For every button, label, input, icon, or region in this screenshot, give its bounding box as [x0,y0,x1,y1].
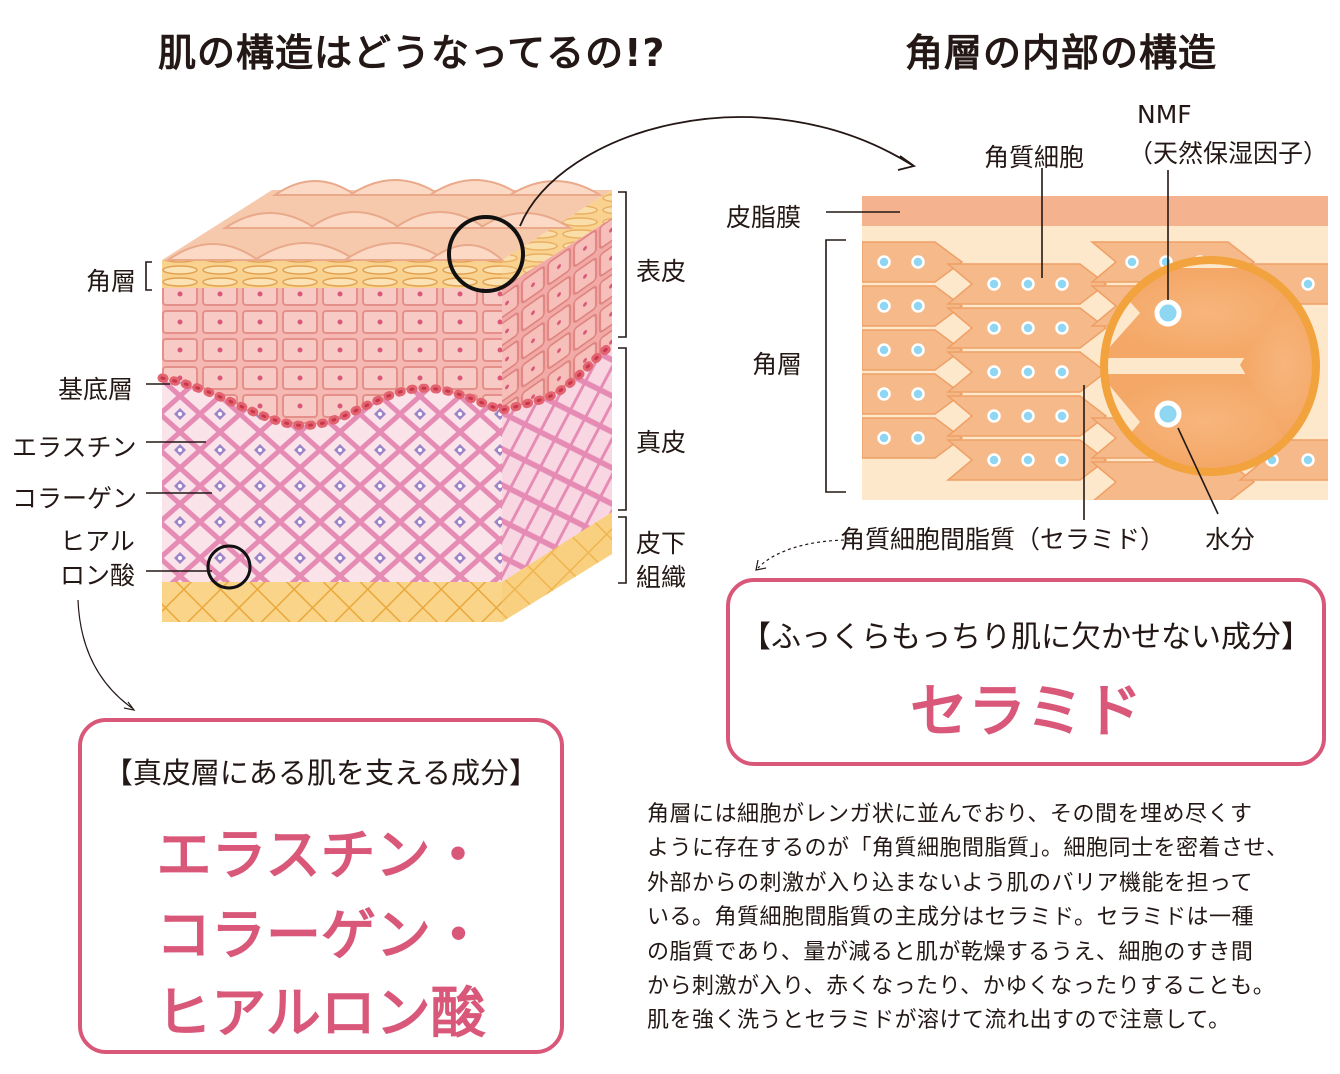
water-dot [1154,400,1182,428]
description-line: 角層には細胞がレンガ状に並んでおり、その間を埋め尽くす [647,802,1253,827]
description-text: 角層には細胞がレンガ状に並んでおり、その間を埋め尽くす ように存在するのが「角質… [647,798,1337,1039]
dermis-components-box: 【真皮層にある肌を支える成分】 エラスチン・ コラーゲン・ ヒアルロン酸 [78,718,564,1054]
description-line: ように存在するのが「角質細胞間脂質」。細胞同士を密着させ、 [647,836,1289,862]
sebum-film [862,196,1328,226]
dermis-box-line-3: ヒアルロン酸 [156,980,486,1045]
label-corneum: 角層 [752,350,803,379]
label-elastin: エラスチン [12,433,137,462]
right-title: 角層の内部の構造 [905,31,1218,75]
ceramide-box-heading: 【ふっくらもっちり肌に欠かせない成分】 [741,620,1311,655]
label-nmf: NMF [1137,100,1192,129]
dermis-box-line-2: コラーゲン・ [155,902,486,967]
description-line: の脂質であり、量が減ると肌が乾燥するうえ、細胞のすき間 [647,939,1254,965]
left-brackets [618,191,627,584]
epidermis-side [502,218,612,410]
description-line: いる。角質細胞間脂質の主成分はセラミド。セラミドは一種 [647,905,1255,931]
label-water: 水分 [1205,525,1256,554]
epidermis-front [162,288,502,426]
left-title: 肌の構造はどうなってるの!? [158,31,666,75]
ceramide-box-title: セラミド [909,677,1142,745]
left-leader-lines [145,261,212,572]
label-hika-1: 皮下 [636,529,687,558]
description-line: 外部からの刺激が入り込まないよう肌のバリア機能を担って [647,870,1253,896]
description-line: 肌を強く洗うとセラミドが溶けて流れ出すので注意して。 [647,1008,1231,1034]
label-collagen: コラーゲン [12,484,138,513]
label-nmf-full: （天然保湿因子） [1128,139,1329,168]
zoom-arrow [519,116,913,227]
label-hyaluronic-2: ロン酸 [60,561,136,590]
label-hishimaku: 皮脂膜 [726,203,802,232]
right-box-arrow [757,539,851,569]
label-shinpi: 真皮 [636,428,687,457]
magnifier-ring [1100,256,1320,476]
left-box-arrow [77,599,133,709]
stratum-corneum-front [162,260,502,288]
hyaluronic-marker-circle [206,544,252,590]
label-kakuso: 角層 [86,267,137,296]
label-kakushitsu-saibou: 角質細胞 [984,143,1085,172]
label-intercellular-lipid: 角質細胞間脂質（セラミド） [840,525,1166,554]
ceramide-box: 【ふっくらもっちり肌に欠かせない成分】 セラミド [726,578,1326,766]
dermis-box-line-1: エラスチン・ [156,822,486,887]
dermis-box-heading: 【真皮層にある肌を支える成分】 [103,756,539,790]
zoom-marker-circle [447,215,525,293]
label-hyoshi: 表皮 [636,257,687,286]
right-leader-lines [825,168,1219,520]
skin-bumps [164,179,604,261]
label-hika-2: 組織 [636,563,687,592]
description-line: から刺激が入り、赤くなったり、かゆくなったりすることも。 [647,974,1276,1000]
subcutis-front [162,582,502,622]
nmf-dot [1154,299,1182,327]
label-hyaluronic-1: ヒアル [60,527,135,556]
label-kiteiso: 基底層 [58,375,134,404]
